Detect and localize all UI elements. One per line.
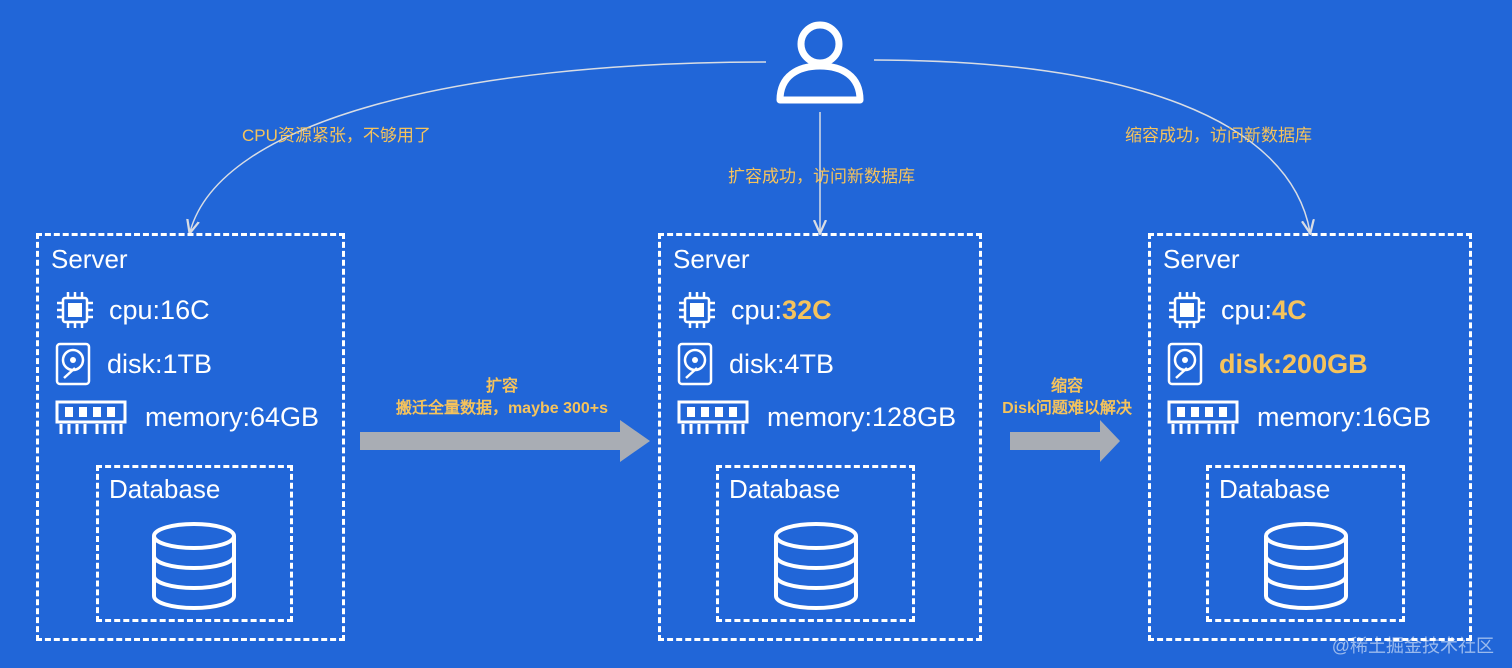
memory-row: memory: 16GB [1167, 396, 1431, 438]
cpu-value: 4C [1272, 294, 1307, 325]
migration-arrow-shrink [1010, 420, 1120, 462]
disk-value: 4TB [784, 348, 835, 379]
database-title: Database [1219, 474, 1331, 504]
cpu-icon [679, 292, 715, 328]
server-title: Server [1163, 244, 1240, 274]
memory-label: memory: [1257, 401, 1363, 432]
memory-icon [1167, 400, 1239, 434]
database-box: Database [716, 465, 915, 622]
migration-title: 缩容 [1050, 378, 1083, 395]
server-title: Server [673, 244, 750, 274]
edge-label-middle: 扩容成功，访问新数据库 [728, 167, 915, 186]
database-title: Database [729, 474, 841, 504]
server-box-2: Server cpu: 32C disk: 4TB [658, 233, 982, 641]
edge-user-to-server-right [873, 59, 1310, 232]
migration-detail: 搬迁全量数据，maybe 300+s [395, 400, 609, 417]
disk-label: disk: [729, 348, 785, 379]
user-icon [776, 21, 864, 104]
migration-label-shrink: 缩容 Disk问题难以解决 [984, 376, 1150, 420]
memory-row: memory: 64GB [55, 396, 319, 438]
memory-label: memory: [767, 401, 873, 432]
database-box: Database [1206, 465, 1405, 622]
disk-icon [55, 342, 91, 386]
disk-icon [1167, 342, 1203, 386]
edge-label-right: 缩容成功，访问新数据库 [1125, 126, 1312, 145]
migration-label-expand: 扩容 搬迁全量数据，maybe 300+s [360, 376, 644, 420]
cpu-label: cpu: [1221, 294, 1273, 325]
edge-user-to-server-left [190, 61, 767, 232]
memory-row: memory: 128GB [677, 396, 956, 438]
memory-value: 128GB [872, 401, 957, 432]
memory-label: memory: [145, 401, 251, 432]
migration-arrow-expand [360, 420, 650, 462]
disk-row: disk: 1TB [55, 342, 212, 386]
disk-value: 1TB [162, 348, 213, 379]
memory-icon [55, 400, 127, 434]
cpu-label: cpu: [731, 294, 783, 325]
cpu-row: cpu: 32C [677, 290, 832, 330]
disk-row: disk: 200GB [1167, 342, 1368, 386]
cpu-label: cpu: [109, 294, 161, 325]
disk-icon [677, 342, 713, 386]
memory-value: 16GB [1362, 401, 1432, 432]
cpu-value: 16C [160, 294, 210, 325]
server-box-3: Server cpu: 4C disk: 200GB [1148, 233, 1472, 641]
cpu-icon [57, 292, 93, 328]
cpu-row: cpu: 16C [55, 290, 210, 330]
cpu-value: 32C [782, 294, 832, 325]
disk-row: disk: 4TB [677, 342, 834, 386]
watermark: @稀土掘金技术社区 [1331, 636, 1494, 656]
database-icon [152, 522, 236, 610]
memory-value: 64GB [250, 401, 320, 432]
migration-title: 扩容 [485, 378, 518, 395]
migration-detail: Disk问题难以解决 [1002, 400, 1132, 417]
cpu-row: cpu: 4C [1167, 290, 1307, 330]
disk-value: 200GB [1282, 348, 1368, 379]
database-title: Database [109, 474, 221, 504]
cpu-icon [1169, 292, 1205, 328]
edge-label-left: CPU资源紧张，不够用了 [242, 126, 431, 145]
database-icon [774, 522, 858, 610]
memory-icon [677, 400, 749, 434]
server-title: Server [51, 244, 128, 274]
disk-label: disk: [107, 348, 163, 379]
database-icon [1264, 522, 1348, 610]
disk-label: disk: [1219, 348, 1283, 379]
server-box-1: Server cpu: 16C disk: 1TB [36, 233, 345, 641]
database-box: Database [96, 465, 293, 622]
